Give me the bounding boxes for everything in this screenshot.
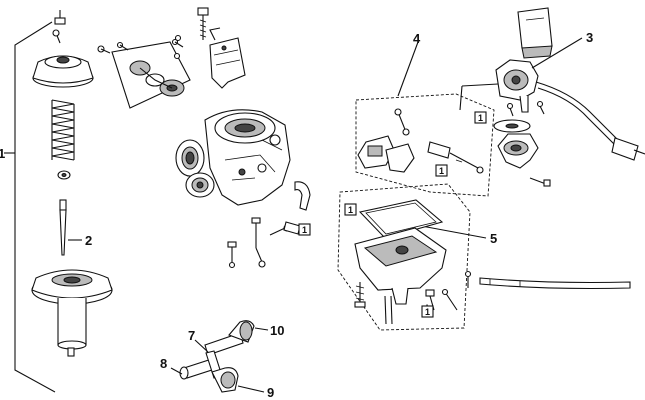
screw-cluster: [97, 38, 184, 60]
choke-bracket-line: [459, 85, 463, 111]
callout-7-leader: [194, 339, 209, 353]
fitting-screw-right: [464, 270, 472, 288]
needle-valve: [427, 141, 484, 174]
auto-choke-group: 1: [459, 7, 645, 187]
boxed-ref-label: 1: [348, 205, 353, 215]
fuel-hose: [479, 277, 631, 290]
choke-unit: [495, 59, 539, 113]
callout-2: 2: [85, 233, 92, 248]
boxed-ref-b2: 1: [435, 164, 448, 177]
side-screw: [441, 288, 458, 311]
boxed-ref-b4: 1: [421, 305, 434, 318]
callout-3: 3: [586, 30, 593, 45]
callout-4: 4: [413, 31, 421, 46]
bowl-gasket: [358, 199, 444, 239]
t-fitting-assembly: [170, 320, 269, 393]
intake-port: [175, 139, 205, 177]
callout-4-leader: [397, 41, 419, 97]
boxed-ref-b1: 1: [298, 223, 311, 236]
boxed-ref-b3: 1: [344, 203, 357, 216]
small-parts-panel: [97, 38, 191, 109]
drain-fittings: 1: [227, 181, 311, 269]
diaphragm-slide: [31, 269, 113, 357]
float-kit-group: 1: [355, 41, 495, 197]
boxed-ref-label: 1: [302, 225, 307, 235]
float-pin: [394, 108, 410, 136]
drain-screw: [354, 282, 366, 308]
choke-screws: [506, 100, 545, 117]
float-bowl-outline: [337, 183, 471, 331]
washer: [174, 34, 182, 42]
bracket-bolt: [197, 7, 209, 40]
jet-needle: [59, 199, 67, 256]
connector-cap: [517, 7, 553, 59]
float-bowl: [354, 227, 447, 305]
fitting-with-hose: [283, 221, 301, 235]
callout-1-bracket: [14, 21, 56, 393]
cap-screw: [52, 29, 61, 44]
choke-mount-screw: [529, 177, 551, 187]
outlet-port: [185, 172, 215, 198]
boxed-ref-label: 1: [425, 307, 430, 317]
carburetor-body: [175, 109, 291, 206]
float: [357, 135, 415, 173]
screw-set: [227, 217, 291, 269]
float-bowl-group: 1 1: [337, 183, 487, 331]
choke-wire: [535, 81, 645, 161]
float-kit-outline: [355, 93, 495, 197]
choke-plate: [497, 133, 539, 169]
enrichener-plate: [129, 60, 185, 97]
callout-3-leader: [531, 37, 583, 69]
callout-7: 7: [188, 328, 195, 343]
callout-9: 9: [267, 385, 274, 400]
vent-hose-elbow: [294, 181, 311, 211]
top-screw: [54, 10, 66, 25]
callout-8-leader: [170, 367, 183, 375]
drain-nozzle: [384, 295, 393, 325]
callout-5: 5: [490, 231, 497, 246]
throttle-bracket: [174, 7, 246, 89]
choke-gasket: [493, 119, 531, 133]
diaphragm-needle-assembly: [4, 10, 113, 393]
callout-9-leader: [237, 385, 265, 393]
callout-1: 1: [0, 146, 5, 161]
callout-10-leader: [254, 327, 269, 331]
boxed-ref-b5: 1: [474, 111, 487, 124]
boxed-ref-label: 1: [478, 113, 483, 123]
callout-8: 8: [160, 356, 167, 371]
needle-clip: [57, 170, 71, 180]
boxed-ref-label: 1: [439, 166, 444, 176]
diaphragm-spring: [51, 99, 75, 161]
carburetor-top-cap: [32, 55, 94, 88]
callout-10: 10: [270, 323, 284, 338]
